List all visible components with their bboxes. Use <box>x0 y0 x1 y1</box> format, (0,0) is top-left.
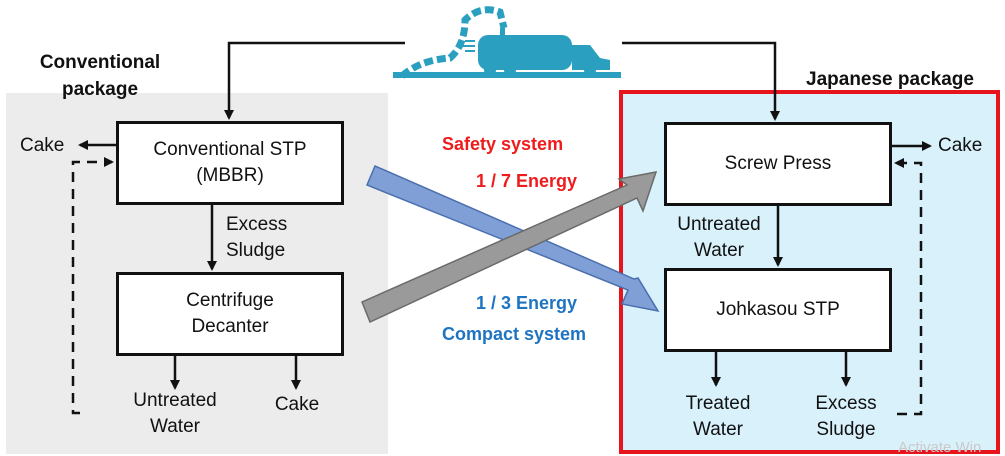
sludge-line2-right: Sludge <box>816 419 876 440</box>
treated-water-label: Treated Water <box>668 391 768 443</box>
untreated-water-label-left: Untreated Water <box>118 388 232 440</box>
energy-three-label: 1 / 3 Energy <box>476 293 578 313</box>
screw-press-box: Screw Press <box>664 122 892 206</box>
decanter-label: Decanter <box>191 316 269 337</box>
mbbr-label: (MBBR) <box>196 165 264 186</box>
gray-arrow-centrifuge-to-screwpress <box>361 171 658 324</box>
feed-line-left <box>224 41 405 120</box>
johkasou-stp-box: Johkasou STP <box>664 268 892 352</box>
untreated-line1: Untreated <box>133 390 217 411</box>
water-line2-right: Water <box>694 240 744 261</box>
untreated-water-label-right: Untreated Water <box>664 212 774 264</box>
conventional-stp-label: Conventional STP <box>153 139 307 160</box>
feed-line-right <box>622 41 780 121</box>
treated-water-line2: Water <box>693 419 743 440</box>
conventional-stp-box: Conventional STP (MBBR) <box>116 121 344 205</box>
energy-seven-label: 1 / 7 Energy <box>476 171 578 191</box>
conventional-package-title: Conventional package <box>30 49 170 103</box>
compact-system-label: Compact system <box>442 324 587 344</box>
excess-sludge-label-left: Excess Sludge <box>226 212 287 264</box>
activate-windows-watermark: Activate Win <box>898 439 982 456</box>
johkasou-stp-label: Johkasou STP <box>716 299 840 320</box>
excess-sludge-label-right: Excess Sludge <box>796 391 896 443</box>
excess-line1-right: Excess <box>815 393 877 414</box>
untreated-line1-right: Untreated <box>677 214 761 235</box>
recycle-dashed-right <box>894 158 923 416</box>
cake-output-bottom-left: Cake <box>274 394 320 415</box>
safety-system-label: Safety system <box>442 134 564 154</box>
sludge-line2: Sludge <box>226 240 286 261</box>
cake-output-right: Cake <box>938 135 983 156</box>
water-line2: Water <box>150 416 200 437</box>
vacuum-truck-icon <box>393 6 621 79</box>
recycle-dashed-left <box>71 157 114 415</box>
conventional-title-line2: package <box>61 79 139 100</box>
screw-press-label: Screw Press <box>724 153 832 174</box>
japanese-package-title: Japanese package <box>806 69 974 90</box>
excess-line1: Excess <box>226 214 288 235</box>
treated-line1: Treated <box>685 393 751 414</box>
conventional-title-line1: Conventional <box>39 52 161 73</box>
cake-output-top-left: Cake <box>20 135 65 156</box>
centrifuge-decanter-box: Centrifuge Decanter <box>116 272 344 356</box>
centrifuge-label: Centrifuge <box>186 290 274 311</box>
